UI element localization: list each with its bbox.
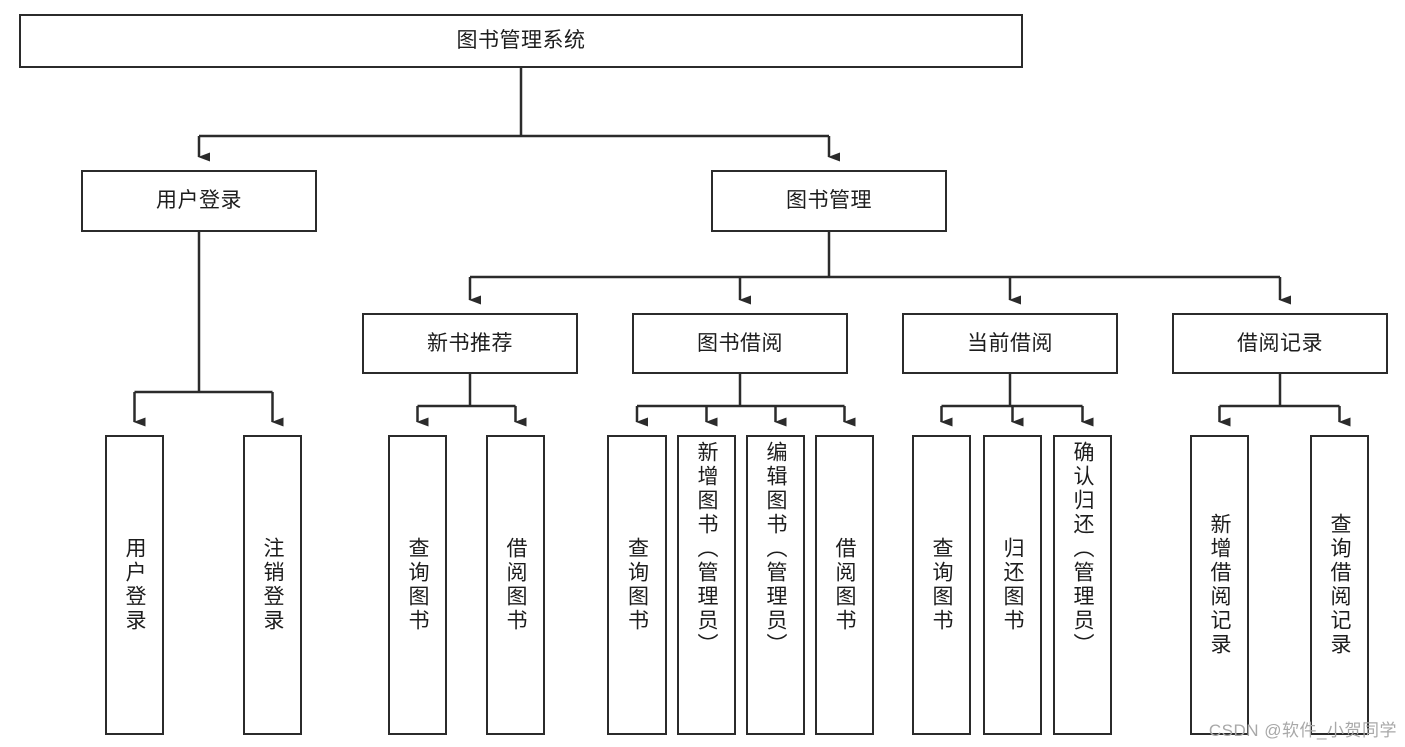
node-borrow-record[interactable]: 借阅记录	[1172, 313, 1388, 374]
node-label: 新增借阅记录	[1208, 513, 1231, 657]
node-label: 归还图书	[1001, 537, 1024, 633]
node-leaf-confirm-return[interactable]: 确认归还（管理员）	[1053, 435, 1112, 735]
node-label: 注销登录	[261, 537, 284, 633]
node-label: 查询图书	[625, 537, 649, 633]
node-label: 确认归还（管理员）	[1071, 441, 1094, 657]
node-label: 图书管理系统	[456, 29, 586, 53]
node-label: 图书管理	[786, 189, 872, 213]
node-leaf-add-record[interactable]: 新增借阅记录	[1190, 435, 1249, 735]
node-leaf-query-book-3[interactable]: 查询图书	[912, 435, 971, 735]
node-label: 新书推荐	[427, 331, 513, 355]
node-leaf-borrow-book-1[interactable]: 借阅图书	[486, 435, 545, 735]
node-leaf-add-book[interactable]: 新增图书（管理员）	[677, 435, 736, 735]
node-root[interactable]: 图书管理系统	[19, 14, 1023, 68]
node-leaf-edit-book[interactable]: 编辑图书（管理员）	[746, 435, 805, 735]
node-leaf-logout[interactable]: 注销登录	[243, 435, 302, 735]
node-label: 用户登录	[123, 537, 146, 633]
node-label: 编辑图书（管理员）	[764, 441, 787, 657]
node-new-book-rec[interactable]: 新书推荐	[362, 313, 578, 374]
node-label: 当前借阅	[967, 331, 1053, 355]
node-label: 借阅记录	[1237, 331, 1323, 355]
node-leaf-query-record[interactable]: 查询借阅记录	[1310, 435, 1369, 735]
node-label: 图书借阅	[697, 331, 783, 355]
node-label: 用户登录	[156, 189, 242, 213]
node-leaf-return-book[interactable]: 归还图书	[983, 435, 1042, 735]
node-leaf-borrow-book-2[interactable]: 借阅图书	[815, 435, 874, 735]
node-leaf-query-book-2[interactable]: 查询图书	[607, 435, 667, 735]
node-label: 查询图书	[930, 537, 953, 633]
node-leaf-user-login[interactable]: 用户登录	[105, 435, 164, 735]
node-user-login[interactable]: 用户登录	[81, 170, 317, 232]
node-book-borrow[interactable]: 图书借阅	[632, 313, 848, 374]
node-label: 借阅图书	[833, 537, 856, 633]
node-book-manage[interactable]: 图书管理	[711, 170, 947, 232]
node-label: 新增图书（管理员）	[695, 441, 718, 657]
node-leaf-query-book-1[interactable]: 查询图书	[388, 435, 447, 735]
node-current-borrow[interactable]: 当前借阅	[902, 313, 1118, 374]
node-label: 查询图书	[406, 537, 429, 633]
node-label: 查询借阅记录	[1328, 513, 1351, 657]
node-label: 借阅图书	[504, 537, 527, 633]
